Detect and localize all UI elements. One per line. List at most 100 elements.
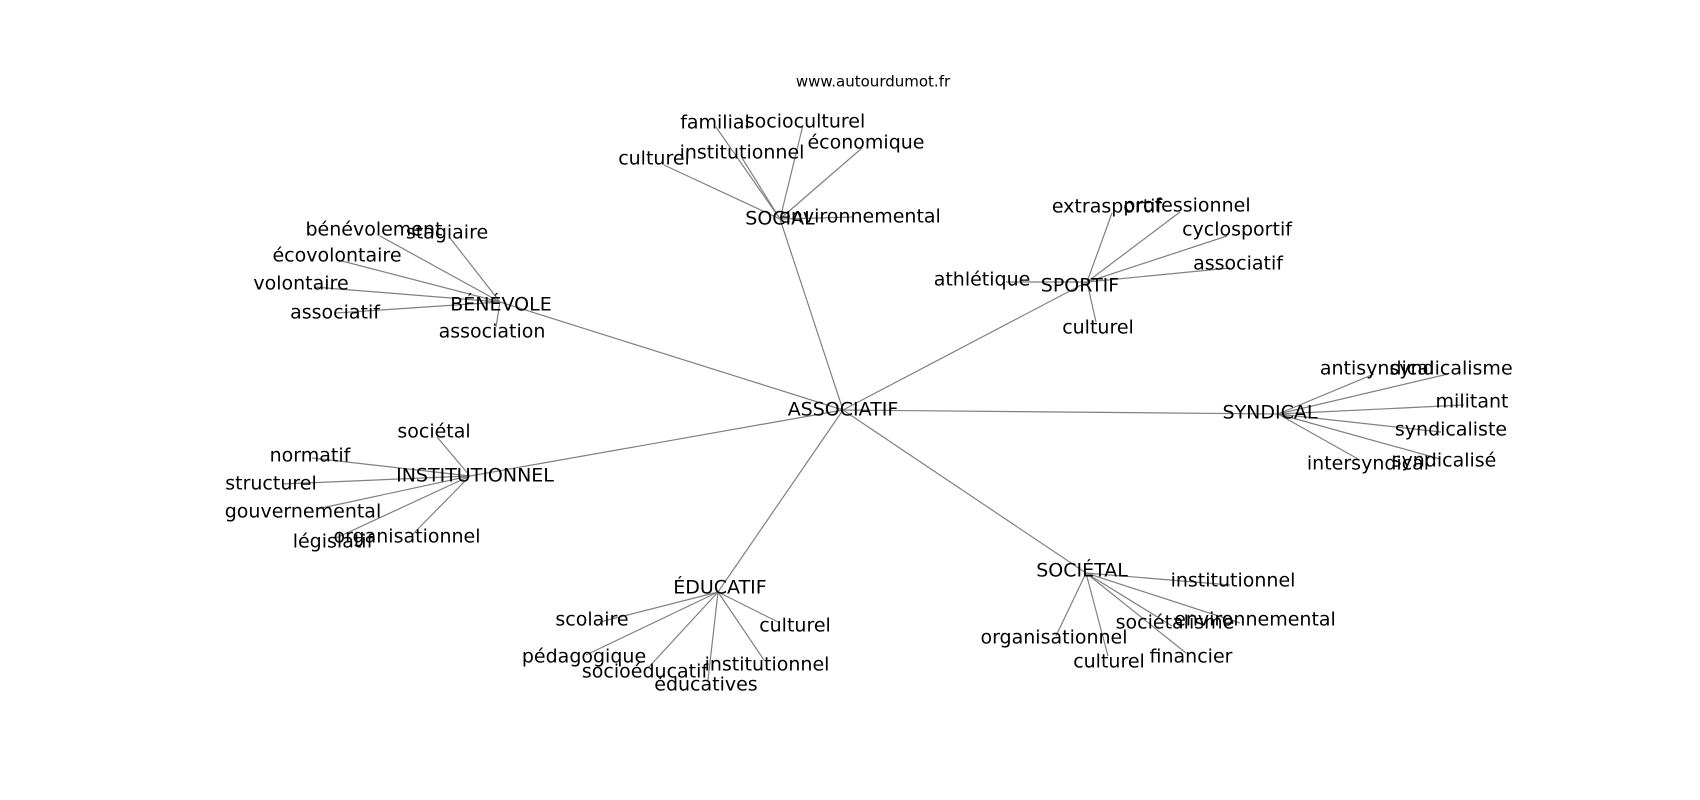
leaf-node-sportif-extrasportif[interactable]: extrasportif — [1052, 196, 1164, 218]
leaf-node-social-economique[interactable]: économique — [807, 132, 924, 154]
leaf-node-benevole-volontaire[interactable]: volontaire — [253, 273, 348, 295]
leaf-node-sportif-cyclosportif[interactable]: cyclosportif — [1182, 219, 1293, 241]
credit-text[interactable]: www.autourdumot.fr — [796, 73, 951, 91]
edge-educatif-pedagogique — [585, 591, 719, 656]
edge-benevole-benevolement — [379, 235, 501, 303]
leaf-node-societal-financier[interactable]: financier — [1150, 646, 1233, 668]
edge-sportif-associatif — [1086, 267, 1231, 283]
edge-root-benevole — [499, 301, 844, 411]
leaf-node-syndical-syndicalise[interactable]: syndicalisé — [1392, 450, 1497, 472]
leaf-node-educatif-socioeducatif[interactable]: socioéducatif — [582, 661, 709, 683]
edge-social-socioculturel — [779, 124, 804, 220]
edge-societal-culturel — [1085, 572, 1109, 657]
edge-societal-organisationnel — [1055, 572, 1087, 637]
edge-benevole-ecovolontaire — [337, 259, 501, 303]
leaf-node-educatif-scolaire[interactable]: scolaire — [555, 609, 628, 631]
edge-root-sportif — [842, 281, 1088, 411]
edge-social-culturel — [663, 164, 781, 220]
hub-node-sportif[interactable]: SPORTIF — [1041, 275, 1119, 297]
leaf-node-societal-organisationnel[interactable]: organisationnel — [980, 627, 1127, 649]
leaf-node-syndical-syndicalisme[interactable]: syndicalisme — [1389, 358, 1512, 380]
leaf-node-social-familial[interactable]: familial — [680, 112, 750, 134]
edge-social-environnemental — [779, 216, 855, 220]
leaf-node-syndical-syndicaliste[interactable]: syndicaliste — [1395, 419, 1507, 441]
edge-benevole-association — [495, 301, 501, 328]
edge-root-syndical — [842, 409, 1279, 415]
leaf-node-institutionnel-gouvernemental[interactable]: gouvernemental — [225, 501, 381, 523]
leaf-node-social-socioculturel[interactable]: socioculturel — [745, 111, 866, 133]
hub-node-institutionnel[interactable]: INSTITUTIONNEL — [396, 465, 554, 487]
edge-root-educatif — [717, 409, 844, 593]
edge-educatif-culturel — [717, 591, 781, 624]
edge-societal-environnemental — [1085, 572, 1241, 624]
leaf-node-institutionnel-legislatif[interactable]: législatif — [293, 531, 375, 553]
leaf-node-benevole-ecovolontaire[interactable]: écovolontaire — [272, 245, 401, 267]
edge-sportif-professionnel — [1086, 211, 1181, 283]
leaf-node-institutionnel-societal[interactable]: sociétal — [397, 421, 470, 443]
edge-societal-societalisme — [1085, 572, 1173, 627]
leaf-node-sportif-professionnel[interactable]: professionnel — [1123, 195, 1250, 217]
edge-sportif-culturel — [1086, 281, 1097, 323]
edge-educatif-institutionnel — [717, 591, 765, 661]
leaf-node-institutionnel-normatif[interactable]: normatif — [270, 445, 352, 467]
leaf-node-institutionnel-structurel[interactable]: structurel — [225, 473, 317, 495]
edge-syndical-antisyndical — [1277, 373, 1375, 415]
hub-node-societal[interactable]: SOCIÉTAL — [1036, 559, 1128, 582]
leaf-node-societal-environnemental[interactable]: environnemental — [1174, 609, 1336, 631]
edge-root-institutionnel — [469, 409, 844, 477]
edge-root-societal — [842, 409, 1087, 574]
edge-syndical-intersyndical — [1277, 413, 1359, 460]
root-node[interactable]: ASSOCIATIF — [788, 399, 899, 421]
edge-sportif-extrasportif — [1086, 212, 1113, 283]
leaf-node-social-institutionnel[interactable]: institutionnel — [680, 142, 805, 164]
hub-node-educatif[interactable]: ÉDUCATIF — [673, 576, 766, 599]
edge-social-economique — [779, 147, 863, 220]
edge-institutionnel-organisationnel — [411, 475, 471, 536]
graph-labels: www.autourdumot.fr ASSOCIATIF SOCIAL famil… — [225, 73, 1513, 696]
edge-syndical-syndicalise — [1277, 413, 1441, 460]
hub-node-social[interactable]: SOCIAL — [745, 208, 815, 230]
edge-societal-financier — [1085, 572, 1187, 654]
leaf-node-sportif-culturel[interactable]: culturel — [1062, 317, 1134, 339]
edge-social-familial — [715, 126, 781, 220]
edge-root-social — [779, 218, 844, 411]
leaf-node-benevole-association[interactable]: association — [439, 321, 546, 343]
leaf-node-educatif-institutionnel[interactable]: institutionnel — [705, 654, 830, 676]
edge-syndical-militant — [1277, 404, 1465, 415]
edge-educatif-educatives — [707, 591, 719, 681]
leaf-node-benevole-associatif[interactable]: associatif — [290, 302, 381, 324]
leaf-node-syndical-antisyndical[interactable]: antisyndical — [1320, 358, 1434, 380]
edge-institutionnel-societal — [436, 436, 471, 477]
leaf-node-social-culturel[interactable]: culturel — [618, 148, 690, 170]
leaf-node-syndical-militant[interactable]: militant — [1436, 391, 1509, 413]
leaf-node-educatif-culturel[interactable]: culturel — [759, 615, 831, 637]
hub-node-benevole[interactable]: BÉNÉVOLE — [450, 293, 551, 316]
graph-edges — [281, 124, 1465, 681]
edge-benevole-associatif — [335, 301, 501, 314]
leaf-node-sportif-associatif[interactable]: associatif — [1193, 253, 1284, 275]
edge-benevole-stagiaire — [449, 237, 501, 303]
leaf-node-benevole-stagiaire[interactable]: stagiaire — [406, 222, 488, 244]
leaf-node-institutionnel-organisationnel[interactable]: organisationnel — [333, 526, 480, 548]
leaf-node-educatif-pedagogique[interactable]: pédagogique — [522, 646, 646, 668]
edge-educatif-socioeducatif — [647, 591, 719, 669]
edge-institutionnel-structurel — [281, 475, 471, 485]
edge-educatif-scolaire — [599, 591, 719, 623]
leaf-node-societal-institutionnel[interactable]: institutionnel — [1171, 570, 1296, 592]
leaf-node-sportif-athletique[interactable]: athlétique — [934, 269, 1031, 291]
leaf-node-societal-societalisme[interactable]: sociétalisme — [1116, 612, 1235, 634]
leaf-node-social-environnemental[interactable]: environnemental — [779, 206, 941, 228]
edge-sportif-cyclosportif — [1086, 235, 1228, 283]
edge-social-institutionnel — [741, 157, 781, 220]
leaf-node-educatif-educatives[interactable]: éducatives — [654, 674, 757, 696]
edge-syndical-syndicaliste — [1277, 413, 1442, 433]
edge-societal-institutionnel — [1085, 572, 1231, 586]
edge-institutionnel-legislatif — [335, 475, 471, 539]
leaf-node-societal-culturel[interactable]: culturel — [1073, 651, 1145, 673]
leaf-node-benevole-benevolement[interactable]: bénévolement — [305, 219, 442, 241]
edge-syndical-syndicalisme — [1277, 373, 1449, 415]
hub-node-syndical[interactable]: SYNDICAL — [1223, 402, 1318, 424]
edge-benevole-volontaire — [313, 286, 501, 303]
leaf-node-syndical-intersyndical[interactable]: intersyndical — [1307, 453, 1429, 475]
